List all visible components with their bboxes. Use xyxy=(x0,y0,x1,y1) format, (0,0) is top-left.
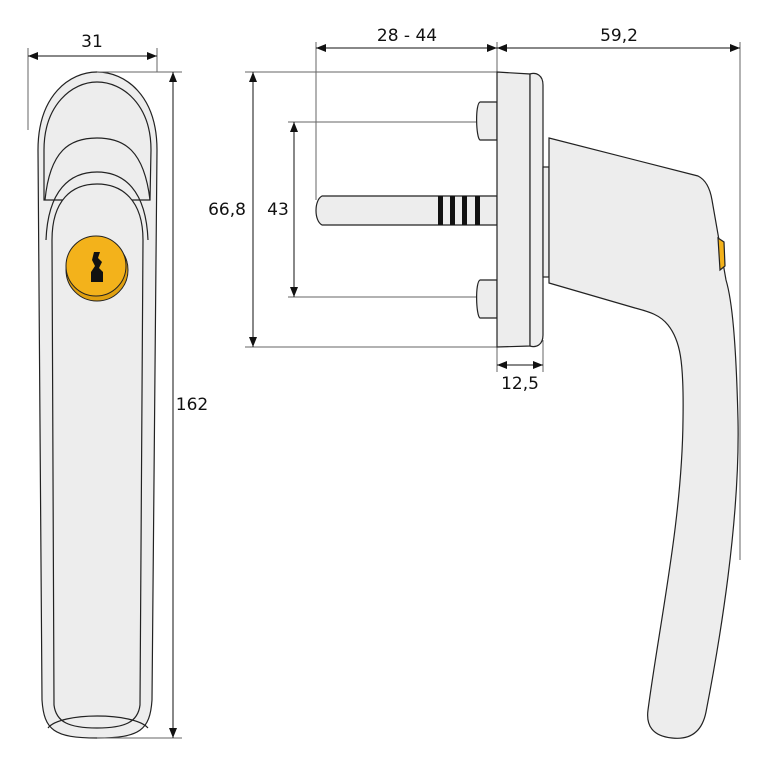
spindle xyxy=(315,195,498,226)
dim-depth-label: 59,2 xyxy=(600,26,638,46)
front-grip xyxy=(51,183,144,729)
dim-width-label: 31 xyxy=(81,32,103,52)
dim-rosette-thickness-label: 12,5 xyxy=(501,374,539,394)
dim-spindle-label: 28 - 44 xyxy=(376,26,438,46)
screw-bottom xyxy=(476,279,498,319)
handle-lever xyxy=(548,137,739,739)
dim-screw-spacing-label: 43 xyxy=(267,200,289,220)
dim-rosette-height-label: 66,8 xyxy=(208,200,246,220)
side-view xyxy=(315,71,739,739)
keyhole-icon xyxy=(91,252,103,282)
front-rosette-inner xyxy=(43,81,152,201)
spindle-markings xyxy=(438,196,480,225)
screw-top xyxy=(476,101,498,141)
key-cylinder xyxy=(65,235,129,302)
handle-collar xyxy=(542,166,550,278)
front-view xyxy=(37,71,158,739)
front-neck xyxy=(44,137,151,201)
rosette xyxy=(496,71,531,348)
front-dimensions xyxy=(27,48,182,739)
front-neck-2 xyxy=(45,171,149,241)
dim-height-label: 162 xyxy=(175,395,209,415)
rosette-rim xyxy=(529,72,544,348)
front-grip-bottom xyxy=(47,715,149,729)
lever-yellow-tab xyxy=(717,236,726,272)
